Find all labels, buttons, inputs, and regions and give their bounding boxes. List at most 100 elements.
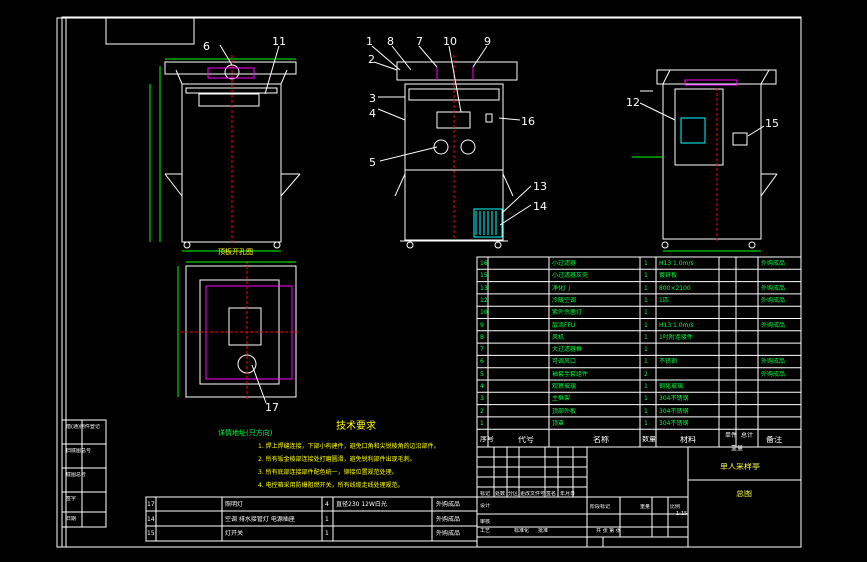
balloon-15: 15: [765, 117, 779, 130]
tech-line-2: 2. 所有钣金棱部连接处打磨圆滑，避免锐利部件出现毛刺。: [258, 456, 416, 463]
tech-title: 技术要求: [336, 421, 376, 432]
front-slope-r: [280, 69, 288, 85]
balloon-10: 10: [443, 35, 457, 48]
side-ac-13: [473, 208, 503, 238]
bom-header-weight: 重量: [731, 445, 744, 452]
bom-remark: 外购成品: [761, 296, 786, 304]
balloon-9: 9: [484, 35, 491, 48]
sign-5: 批准: [538, 528, 549, 534]
right-wheel-l: [661, 241, 669, 249]
drawing-name: 单人采样亭: [720, 463, 760, 470]
plan-view-title: 顶板开孔图: [218, 248, 253, 256]
side-brace-l: [394, 173, 406, 197]
bom-remark: 外购成品: [761, 358, 786, 366]
bom-qty: 1: [644, 321, 648, 329]
bom-no: 1: [480, 419, 484, 427]
bom-qty: 1: [644, 383, 648, 390]
bom-name: 顶罩: [552, 419, 565, 427]
right-door: [674, 88, 724, 166]
sign-row-marks: 标记: [480, 491, 491, 497]
left-strip: [61, 419, 107, 528]
right-slope-r: [760, 69, 770, 85]
sign-row-date: 年月日: [560, 491, 576, 497]
bottom-note: 详情地址(只方向): [218, 429, 273, 437]
bom-qty: 1: [644, 407, 648, 415]
tech-line-3: 3. 所有底部连接部件配色统一，铆接位置规范处理。: [258, 469, 398, 476]
bom-no: 10: [480, 309, 488, 317]
bom-header-qty: 数量: [642, 436, 656, 443]
bom-header-unit: 单件: [725, 432, 738, 439]
bom-name: 风机: [552, 333, 565, 341]
bom-qty: 1: [644, 419, 648, 427]
lower-bom-name: 灯开关: [225, 530, 244, 537]
leader-17: [251, 364, 267, 404]
bom-header-no: 序号: [480, 436, 494, 443]
bom-header-mat: 材料: [680, 436, 696, 443]
bom-no: 16: [480, 260, 488, 267]
side-filter-16: [485, 113, 493, 123]
sheets-label: 共 张 第 张: [596, 528, 621, 534]
lower-bom-qty: 1: [325, 530, 329, 537]
weight-label: 重量: [640, 504, 651, 510]
bom-mat: 镀锌板: [659, 272, 678, 280]
bom-no: 4: [480, 383, 484, 390]
front-brace-r: [280, 173, 301, 197]
balloon-6: 6: [203, 40, 210, 53]
bom-mat: 钢化玻璃: [659, 383, 684, 390]
bom-mat: 800×2100: [659, 284, 691, 292]
leader-13: [501, 185, 532, 214]
bom-header-code: 代号: [518, 436, 534, 443]
bom-no: 5: [480, 370, 484, 378]
lower-bom-remark: 外购成品: [436, 501, 461, 508]
leader-7: [418, 45, 438, 68]
leader-14: [499, 204, 532, 226]
front-wheel-l: [183, 241, 191, 249]
bom-no: 2: [480, 407, 484, 415]
right-mag-top: [684, 79, 738, 86]
bom-header-total: 总计: [741, 432, 754, 439]
lower-bom-no: 14: [147, 515, 155, 523]
strip-3: 底图总号: [66, 472, 87, 478]
bom-no: 13: [480, 284, 488, 292]
leader-12: [639, 102, 676, 121]
lower-bom-qty: 4: [325, 501, 329, 508]
left-margin: [61, 16, 67, 548]
front-brace-l: [164, 173, 183, 197]
balloon-4: 4: [369, 107, 376, 120]
bom-name: 净化门: [552, 284, 571, 292]
sign-4: 标准化: [514, 528, 530, 534]
side-brace-r: [502, 173, 514, 197]
leader-6: [219, 44, 233, 66]
bom-mat: 304不锈钢: [659, 395, 689, 403]
bom-remark: 外购成品: [761, 321, 786, 329]
lower-bom-qty: 1: [325, 515, 329, 523]
bom-name: 观察玻璃: [552, 383, 577, 390]
bom-no: 12: [480, 296, 488, 304]
front-slope-l: [175, 69, 183, 85]
ratio-label: 比例: [670, 504, 681, 510]
bom-name: 主框架: [552, 395, 571, 403]
bom-name: 袖套手套组件: [552, 370, 589, 378]
front-wheel-r: [273, 241, 281, 249]
balloon-2: 2: [368, 53, 375, 66]
lower-bom-mat: 直径230 12W白光: [336, 501, 387, 508]
sign-row-count: 处数: [495, 491, 506, 497]
lower-bom-no: 17: [147, 501, 155, 508]
bom-remark: 外购成品: [761, 284, 786, 292]
balloon-13: 13: [533, 180, 547, 193]
balloon-12: 12: [626, 96, 640, 109]
bom-remark: 外购成品: [761, 260, 786, 267]
bom-header-name: 名称: [593, 436, 609, 443]
bom-mat: 304不锈钢: [659, 407, 689, 415]
leader-4: [377, 108, 406, 121]
balloon-16: 16: [521, 115, 535, 128]
leader-15: [747, 125, 765, 137]
right-window: [680, 117, 706, 144]
right-slope-l: [662, 69, 671, 85]
bom-remark: 外购成品: [761, 370, 786, 378]
balloon-17: 17: [265, 401, 279, 414]
bom-qty: 1: [644, 260, 648, 267]
bom-name: 可调风口: [552, 358, 577, 366]
balloon-8: 8: [387, 35, 394, 48]
